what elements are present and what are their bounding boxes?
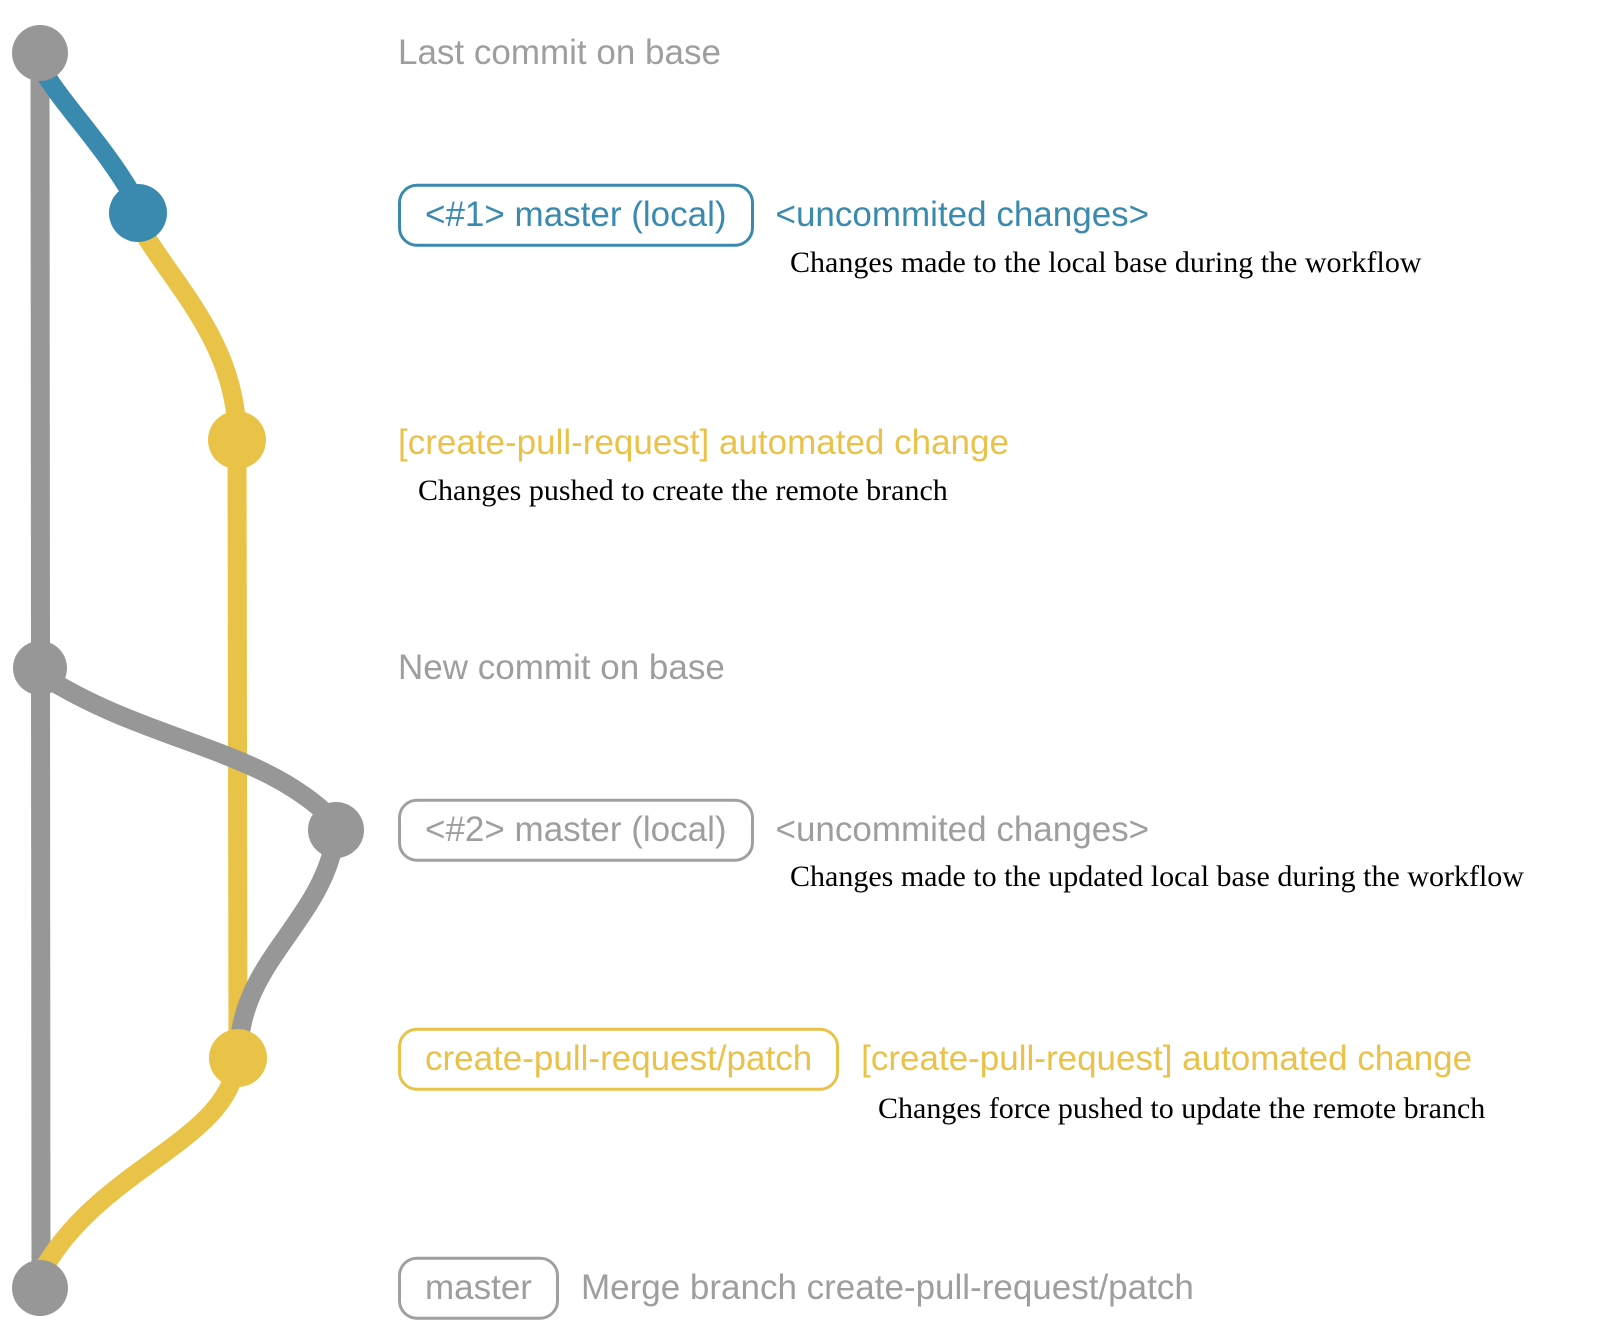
row-local-commit-2: <#2> master (local) <uncommited changes>	[398, 798, 1150, 862]
commit-dot-local-2	[308, 802, 364, 858]
patch-commit-1-caption: Changes pushed to create the remote bran…	[418, 474, 948, 507]
merge-message-label: Merge branch create-pull-request/patch	[580, 1267, 1194, 1307]
uncommited-changes-1-label: <uncommited changes>	[775, 194, 1150, 234]
row-patch-commit-2: create-pull-request/patch [create-pull-r…	[398, 1027, 1473, 1091]
patch-branch-line	[227, 434, 248, 1056]
commit-dot-local-1	[109, 184, 167, 242]
automated-change-2-label: [create-pull-request] automated change	[861, 1038, 1473, 1078]
local-branch-curve	[29, 54, 144, 208]
commit-dot-base-new	[13, 641, 67, 695]
new-commit-label: New commit on base	[398, 647, 725, 687]
patch-branch-curve-top	[133, 222, 247, 445]
commit-dot-patch-1	[208, 411, 266, 469]
local-commit-2-caption: Changes made to the updated local base d…	[790, 860, 1524, 893]
last-commit-label: Last commit on base	[398, 32, 721, 72]
patch-branch-badge: create-pull-request/patch	[398, 1027, 840, 1091]
commit-dot-merge	[12, 1260, 68, 1316]
master-badge: master	[398, 1256, 559, 1320]
patch-commit-2-caption: Changes force pushed to update the remot…	[878, 1092, 1486, 1125]
master-local-2-badge: <#2> master (local)	[398, 798, 754, 862]
commit-dot-base-tip	[12, 25, 68, 81]
row-last-commit: Last commit on base	[398, 32, 721, 73]
commit-dot-patch-2	[209, 1029, 267, 1087]
local-commit-1-caption: Changes made to the local base during th…	[790, 246, 1422, 279]
automated-change-1-label: [create-pull-request] automated change	[398, 422, 1009, 462]
master-local-1-badge: <#1> master (local)	[398, 183, 754, 247]
row-local-commit-1: <#1> master (local) <uncommited changes>	[398, 183, 1150, 247]
row-new-commit: New commit on base	[398, 647, 725, 688]
row-merge-commit: master Merge branch create-pull-request/…	[398, 1256, 1194, 1320]
local-rebase-curve-bottom	[229, 834, 344, 1056]
local-rebase-curve-top	[35, 667, 343, 830]
commit-graph	[12, 25, 364, 1316]
uncommited-changes-2-label: <uncommited changes>	[775, 809, 1150, 849]
row-patch-commit-1: [create-pull-request] automated change	[398, 422, 1009, 463]
patch-merge-curve	[33, 1052, 246, 1280]
